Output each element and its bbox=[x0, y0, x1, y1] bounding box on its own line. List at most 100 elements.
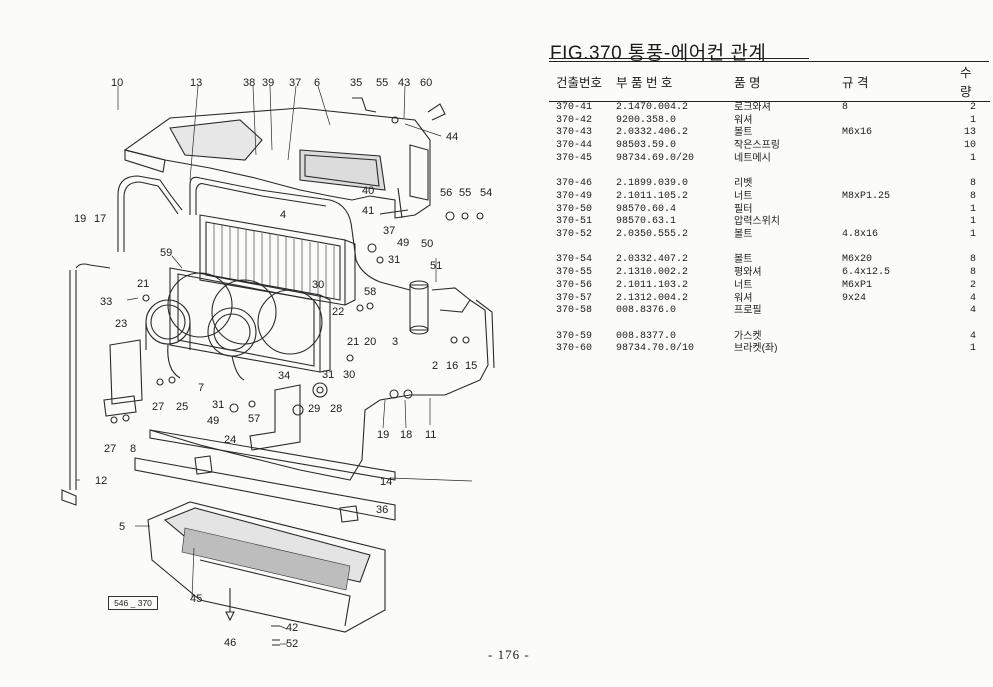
callout-label: 28 bbox=[330, 403, 342, 415]
callout-label: 19 bbox=[377, 429, 389, 441]
part-spec bbox=[842, 331, 960, 344]
callout-label: 25 bbox=[176, 401, 188, 413]
part-spec bbox=[842, 115, 960, 128]
parts-table-header: 건출번호 부 품 번 호 품 명 규 격 수량 bbox=[549, 62, 990, 102]
part-spec: 8 bbox=[842, 102, 849, 113]
callout-label: 55 bbox=[376, 77, 388, 89]
callout-label: 58 bbox=[364, 286, 376, 298]
part-name: 네트메시 bbox=[734, 152, 771, 164]
page-number: - 176 - bbox=[488, 647, 530, 662]
part-qty: 1 bbox=[969, 216, 976, 228]
part-number-ref: 370-42 bbox=[556, 114, 593, 126]
callout-label: 5 bbox=[119, 521, 125, 533]
parts-table: 건출번호 부 품 번 호 품 명 규 격 수량 370-41 2.1470.004… bbox=[549, 62, 990, 356]
callout-label: 2 bbox=[432, 360, 438, 372]
part-name: 볼트 bbox=[734, 254, 753, 266]
callout-label: 59 bbox=[160, 247, 172, 259]
part-number: 2.1310.002.2 bbox=[616, 267, 689, 279]
part-qty: 13 bbox=[963, 127, 976, 139]
part-qty: 1 bbox=[969, 152, 976, 164]
diagram-line-art bbox=[61, 85, 495, 646]
part-number: 2.1312.004.2 bbox=[616, 292, 689, 304]
callout-label: 45 bbox=[190, 593, 202, 605]
callout-label: 50 bbox=[421, 238, 433, 250]
callout-label: 4 bbox=[280, 209, 286, 221]
part-name: 작은스프링 bbox=[734, 140, 780, 152]
callout-label: 24 bbox=[224, 434, 236, 446]
callout-label: 38 bbox=[243, 77, 255, 89]
part-name: 평와셔 bbox=[734, 267, 762, 279]
part-name: 볼트 bbox=[734, 127, 753, 139]
part-qty: 4 bbox=[969, 330, 976, 342]
part-name: 가스켓 bbox=[734, 330, 762, 342]
part-number: 98570.60.4 bbox=[616, 203, 677, 215]
part-qty: 4 bbox=[969, 305, 976, 317]
callout-label: 40 bbox=[362, 185, 374, 197]
part-number-ref: 370-50 bbox=[556, 203, 593, 215]
callout-label: 21 bbox=[137, 278, 149, 290]
part-number: 9200.358.0 bbox=[616, 114, 677, 126]
part-number: 98503.59.0 bbox=[616, 140, 677, 152]
column-header-spec: 규 격 bbox=[842, 62, 960, 102]
part-number: 2.1899.039.0 bbox=[616, 178, 689, 190]
callout-label: 6 bbox=[314, 77, 320, 89]
callout-label: 17 bbox=[94, 213, 106, 225]
part-spec: M6xP1 bbox=[842, 279, 873, 291]
column-header-qty: 수량 bbox=[960, 62, 990, 102]
part-spec: M6x16 bbox=[842, 127, 873, 139]
part-name: 압력스위치 bbox=[734, 216, 780, 228]
part-number-ref: 370-45 bbox=[556, 152, 593, 164]
part-name: 브라켓(좌) bbox=[734, 343, 778, 355]
callout-label: 52 bbox=[286, 638, 298, 650]
callout-label: 20 bbox=[364, 336, 376, 348]
callout-label: 8 bbox=[130, 443, 136, 455]
callout-label: 7 bbox=[198, 382, 204, 394]
part-number-ref: 370-41 bbox=[556, 102, 593, 113]
part-qty: 1 bbox=[969, 203, 976, 215]
part-name: 볼트 bbox=[734, 229, 753, 241]
column-header-name: 품 명 bbox=[734, 62, 842, 102]
part-number: 2.1011.103.2 bbox=[616, 279, 689, 291]
callout-label: 15 bbox=[465, 360, 477, 372]
callout-label: 11 bbox=[425, 429, 436, 441]
callout-label: 31 bbox=[322, 369, 334, 381]
callout-label: 55 bbox=[459, 187, 471, 199]
group-spacer bbox=[549, 318, 990, 331]
part-number: 98734.69.0/20 bbox=[616, 152, 695, 164]
callout-label: 60 bbox=[420, 77, 432, 89]
part-qty: 8 bbox=[969, 267, 976, 279]
diagram-code: 546 _ 370 bbox=[108, 596, 158, 610]
callout-label: 3 bbox=[392, 336, 398, 348]
part-spec bbox=[842, 204, 960, 217]
callout-label: 35 bbox=[350, 77, 362, 89]
callout-label: 56 bbox=[440, 187, 452, 199]
part-number: 2.1470.004.2 bbox=[616, 102, 689, 113]
part-qty: 2 bbox=[969, 279, 976, 291]
part-number: 98734.70.0/10 bbox=[616, 343, 695, 355]
callout-label: 30 bbox=[312, 279, 324, 291]
callout-label: 27 bbox=[104, 443, 116, 455]
callout-label: 13 bbox=[190, 77, 202, 89]
part-number-ref: 370-46 bbox=[556, 178, 593, 190]
callout-label: 33 bbox=[100, 296, 112, 308]
callout-label: 31 bbox=[212, 399, 224, 411]
callout-label: 21 bbox=[347, 336, 359, 348]
callout-label: 22 bbox=[332, 306, 344, 318]
part-number-ref: 370-57 bbox=[556, 292, 593, 304]
part-number-ref: 370-56 bbox=[556, 279, 593, 291]
part-qty: 10 bbox=[963, 140, 976, 152]
callout-label: 51 bbox=[430, 260, 442, 272]
part-number-ref: 370-52 bbox=[556, 229, 593, 241]
part-number-ref: 370-43 bbox=[556, 127, 593, 139]
callout-label: 49 bbox=[207, 415, 219, 427]
part-name: 워셔 bbox=[734, 292, 753, 304]
